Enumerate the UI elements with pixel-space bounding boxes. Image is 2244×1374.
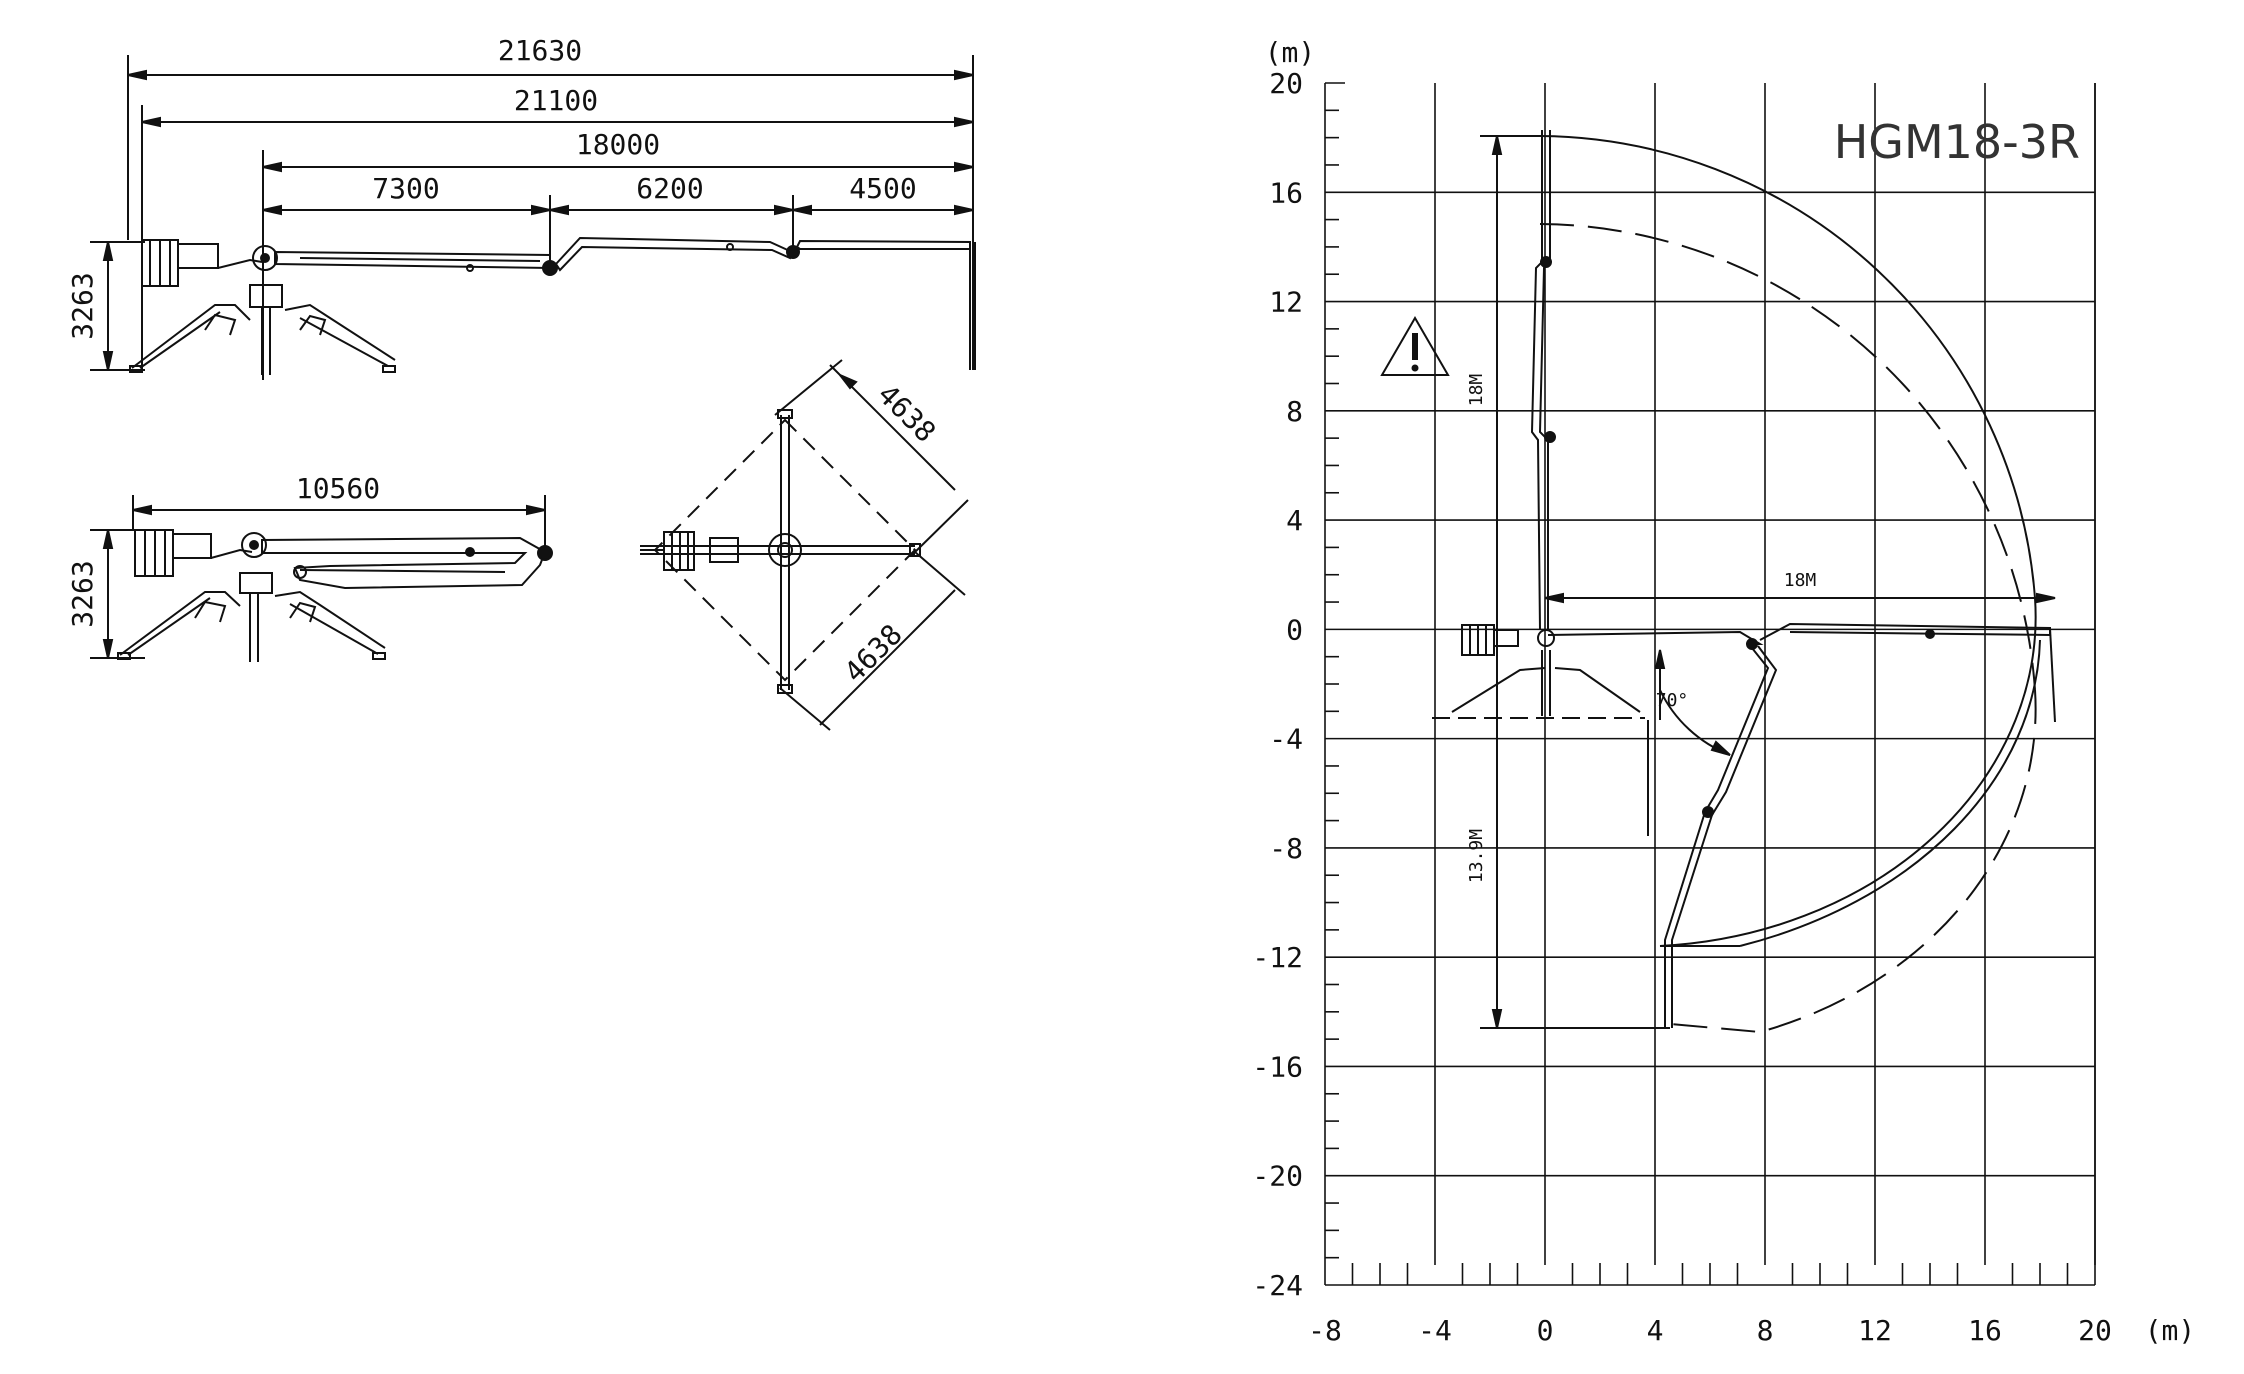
dim-4500: 4500 bbox=[849, 172, 916, 205]
y-tick-label: 0 bbox=[1286, 613, 1303, 646]
dim-21100: 21100 bbox=[514, 84, 598, 117]
dim-diagonal-1: 4638 bbox=[871, 378, 942, 449]
dim-7300: 7300 bbox=[372, 172, 439, 205]
x-tick-label: 12 bbox=[1858, 1314, 1892, 1347]
x-tick-label: 20 bbox=[2078, 1314, 2112, 1347]
x-tick-label: 16 bbox=[1968, 1314, 2002, 1347]
y-tick-label: -24 bbox=[1252, 1269, 1303, 1302]
x-tick-label: -8 bbox=[1308, 1314, 1342, 1347]
y-tick-label: 16 bbox=[1269, 176, 1303, 209]
folded-view bbox=[90, 495, 553, 662]
side-view bbox=[90, 55, 976, 380]
boom-range-drawing bbox=[1432, 130, 2056, 1034]
x-tick-label: -4 bbox=[1418, 1314, 1452, 1347]
depth-reach-label: 13.9M bbox=[1466, 829, 1487, 883]
top-view bbox=[640, 359, 969, 731]
dim-10560: 10560 bbox=[296, 472, 380, 505]
horizontal-reach-label: 18M bbox=[1784, 570, 1817, 591]
y-tick-label: -16 bbox=[1252, 1050, 1303, 1083]
y-tick-label: -8 bbox=[1269, 832, 1303, 865]
warning-icon bbox=[1380, 316, 1450, 376]
model-label: HGM18-3R bbox=[1834, 115, 2080, 169]
y-tick-label: 4 bbox=[1286, 504, 1303, 537]
y-tick-label: -4 bbox=[1269, 723, 1303, 756]
dim-diagonal-2: 4638 bbox=[838, 618, 909, 689]
dim-21630: 21630 bbox=[498, 34, 582, 67]
x-tick-label: 0 bbox=[1537, 1314, 1554, 1347]
dim-18000: 18000 bbox=[576, 128, 660, 161]
dim-height-side: 3263 bbox=[66, 272, 99, 339]
x-tick-label: 8 bbox=[1757, 1314, 1774, 1347]
y-axis-unit: (m) bbox=[1265, 36, 1316, 69]
y-tick-label: 8 bbox=[1286, 395, 1303, 428]
vertical-reach-label: 18M bbox=[1466, 374, 1487, 407]
dim-6200: 6200 bbox=[636, 172, 703, 205]
working-range-grid bbox=[1324, 82, 2096, 1286]
x-tick-label: 4 bbox=[1647, 1314, 1664, 1347]
x-axis-unit: (m) bbox=[2145, 1314, 2196, 1347]
y-tick-label: 20 bbox=[1269, 67, 1303, 100]
y-tick-label: -12 bbox=[1252, 941, 1303, 974]
y-tick-label: 12 bbox=[1269, 286, 1303, 319]
dim-height-folded: 3263 bbox=[66, 560, 99, 627]
y-tick-label: -20 bbox=[1252, 1160, 1303, 1193]
angle-label: 70° bbox=[1656, 690, 1689, 711]
